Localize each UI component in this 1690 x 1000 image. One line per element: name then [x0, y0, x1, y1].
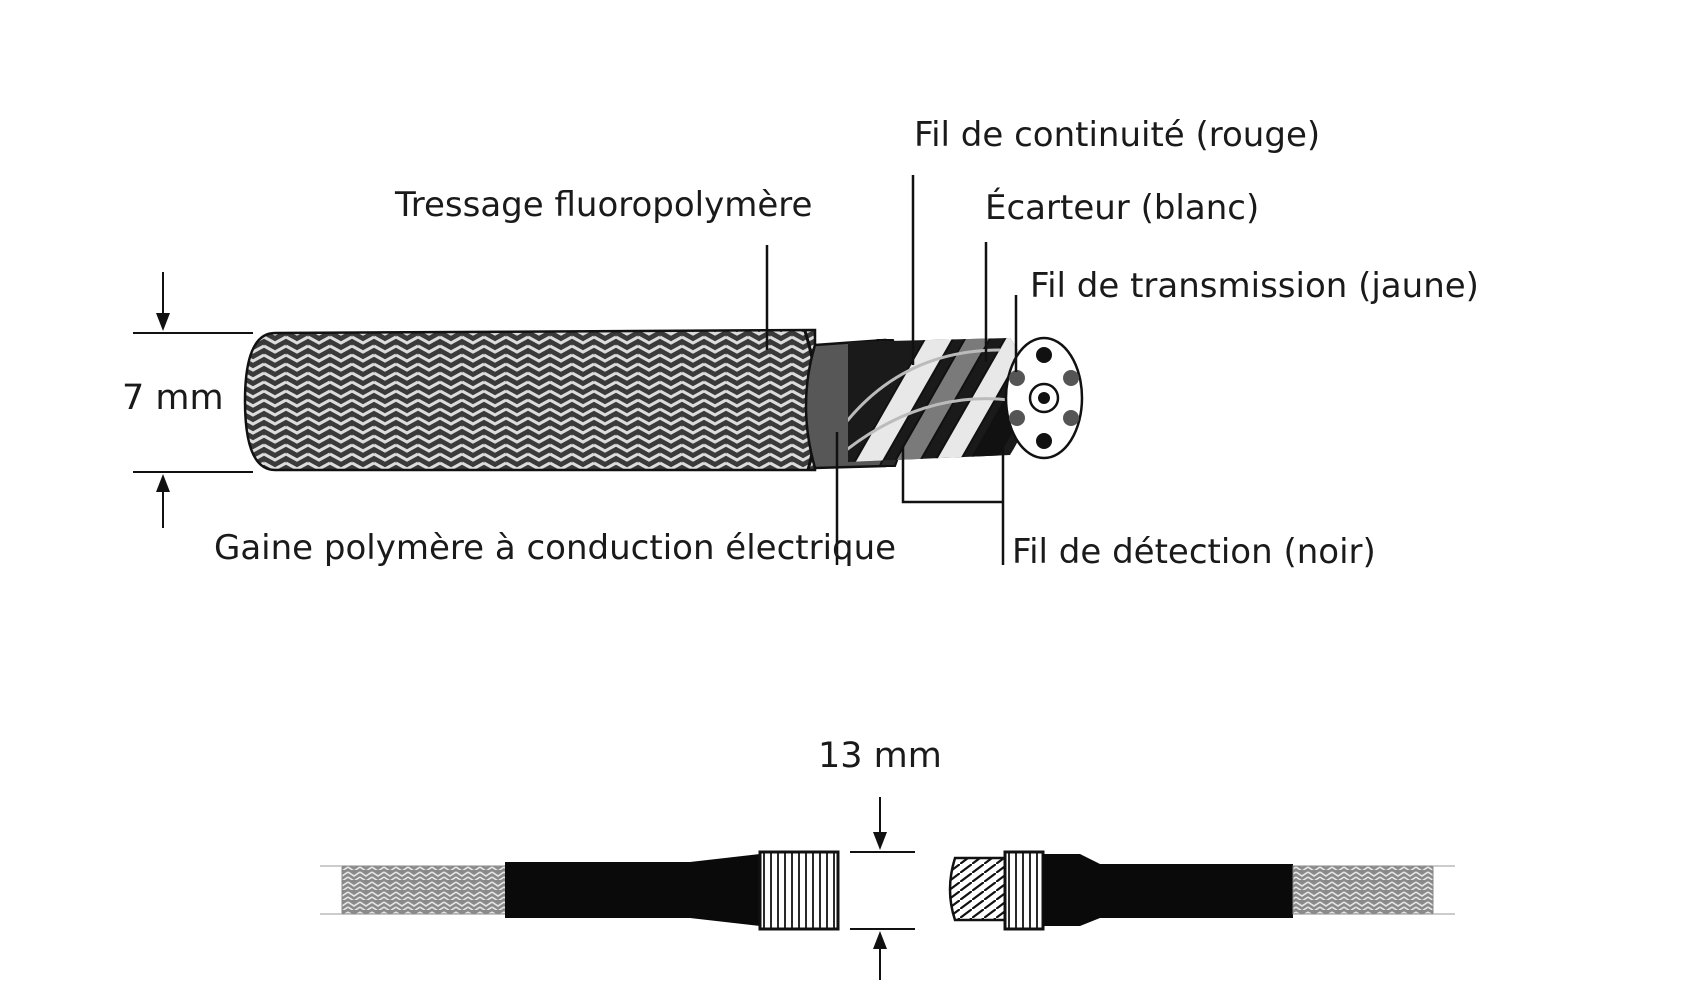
cable-illustration: [243, 328, 1084, 472]
core-end-face: [1004, 336, 1084, 460]
label-braid: Tressage fluoropolymère: [394, 185, 812, 225]
right-coupling-ring: [1003, 850, 1045, 931]
label-continuity: Fil de continuité (rouge): [914, 115, 1320, 155]
left-coupling-nut: [758, 850, 840, 931]
labels: Tressage fluoropolymère Gaine polymère à…: [122, 115, 1479, 572]
dimension-label-13mm: 13 mm: [818, 736, 942, 776]
label-detection: Fil de détection (noir): [1012, 532, 1376, 572]
leader-detection: [901, 440, 1005, 565]
dimension-label-7mm: 7 mm: [122, 378, 224, 418]
right-thread: [948, 856, 1008, 922]
connector-illustration: [320, 850, 1455, 931]
dimension-cable-diameter: [133, 272, 253, 528]
leader-lines: [765, 175, 1018, 565]
label-spacer: Écarteur (blanc): [985, 187, 1259, 228]
braided-sleeve: [243, 328, 817, 472]
label-jacket: Gaine polymère à conduction électrique: [214, 528, 896, 568]
dimension-connector-diameter: 13 mm: [818, 736, 942, 980]
right-braid: [1292, 865, 1434, 915]
label-transmission: Fil de transmission (jaune): [1030, 266, 1479, 306]
left-boot: [505, 854, 760, 926]
right-boot: [1043, 854, 1293, 926]
left-braid: [341, 865, 508, 915]
